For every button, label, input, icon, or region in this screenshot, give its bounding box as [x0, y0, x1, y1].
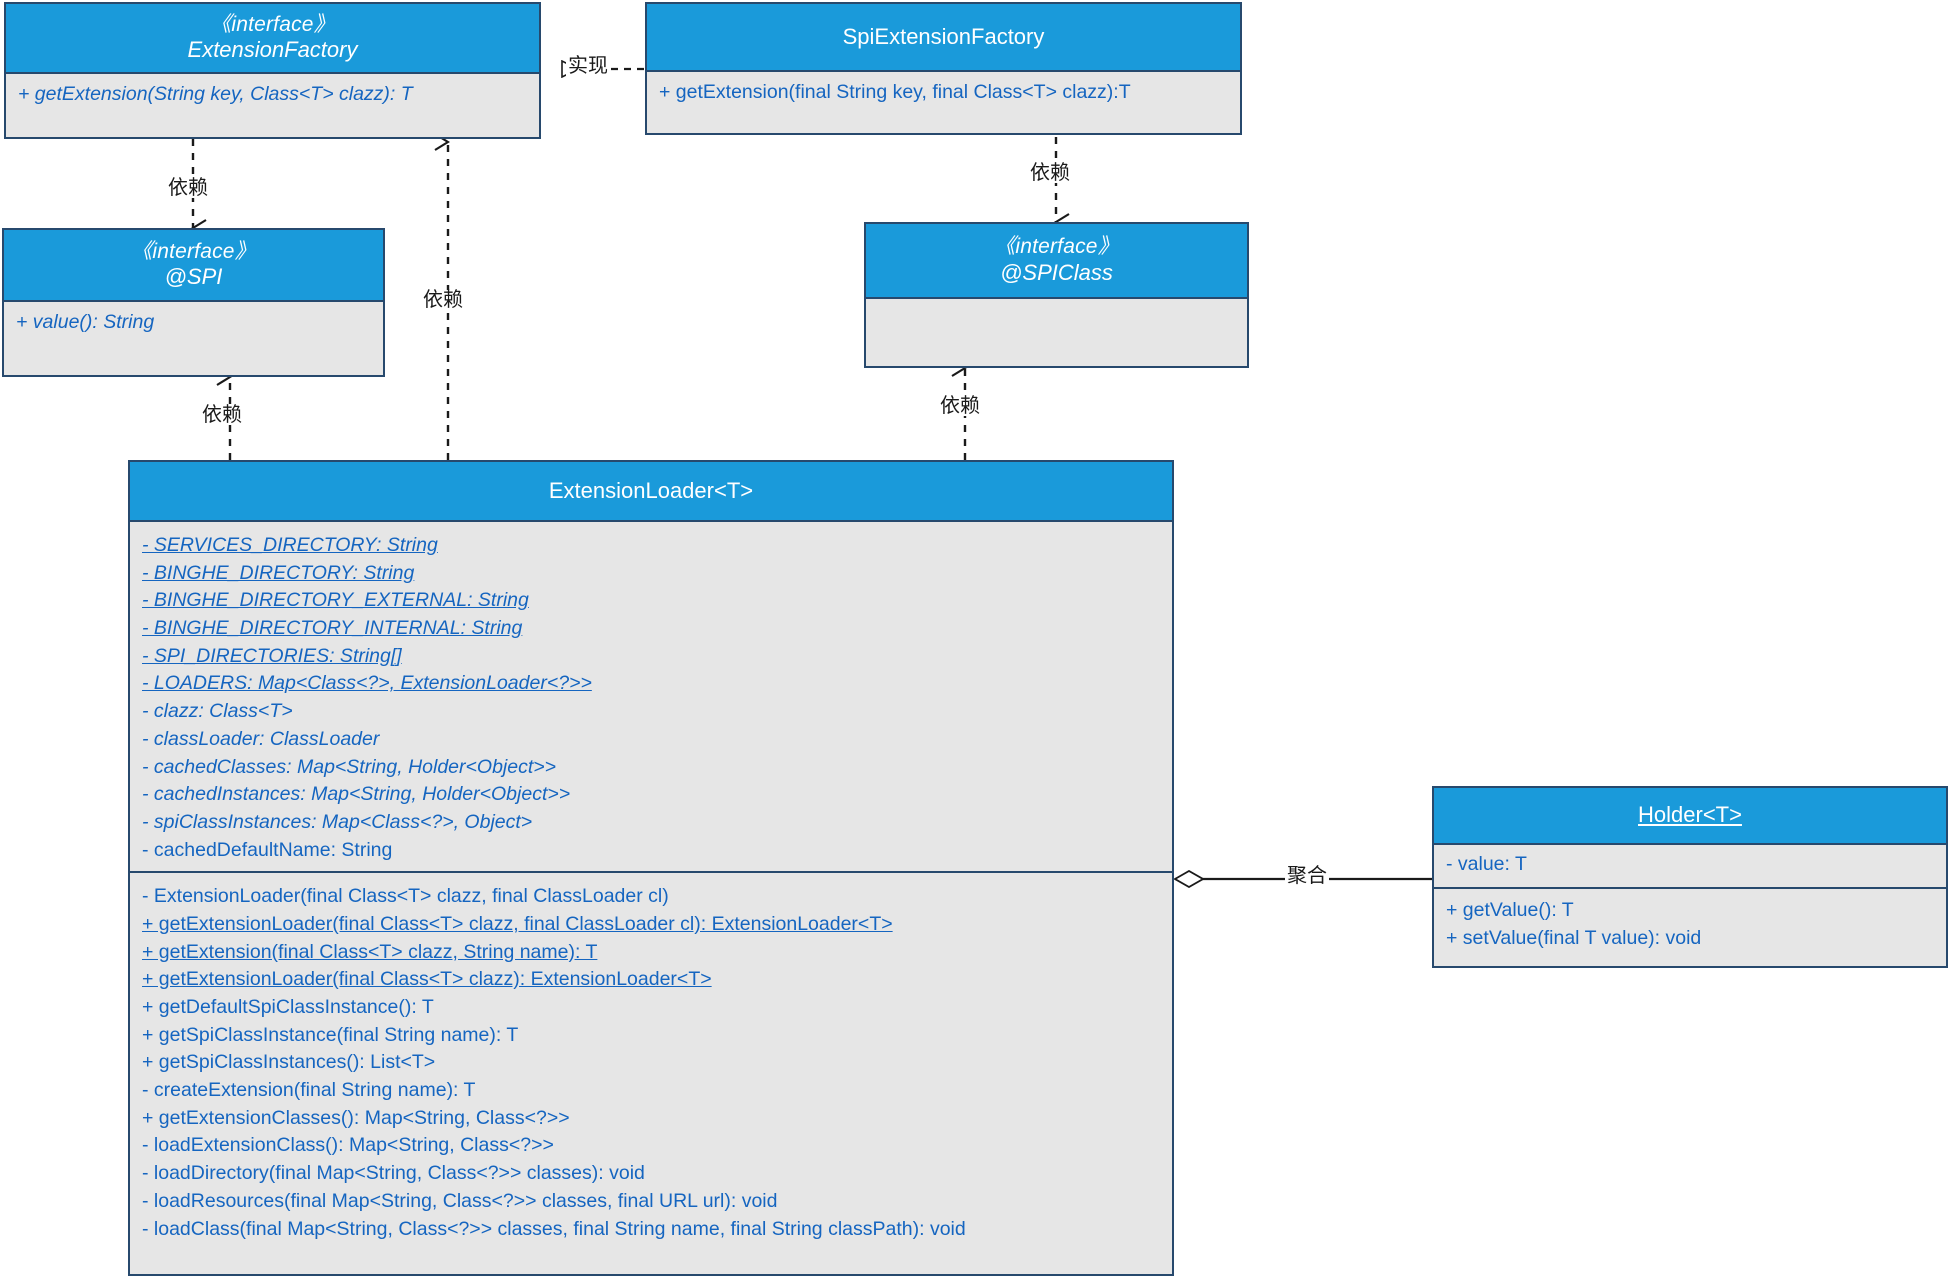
method-row: + getSpiClassInstances(): List<T>	[142, 1051, 436, 1074]
attribute-row: - cachedDefaultName: String	[142, 838, 393, 861]
method-row: - loadResources(final Map<String, Class<…	[142, 1189, 778, 1212]
edge-label-dependency-extensionloader-spi: 依赖	[200, 404, 244, 426]
class-name-spiclass: @SPIClass	[1000, 259, 1113, 285]
method-row: + getExtensionClasses(): Map<String, Cla…	[142, 1106, 570, 1129]
method-row: - loadDirectory(final Map<String, Class<…	[142, 1162, 645, 1185]
method-row: + getExtensionLoader(final Class<T> claz…	[142, 968, 712, 991]
method-row: - loadClass(final Map<String, Class<?>> …	[142, 1217, 966, 1240]
class-header-extension-loader: ExtensionLoader<T>	[130, 462, 1172, 522]
attribute-row: - clazz: Class<T>	[142, 700, 293, 723]
edge-label-dependency-extensionloader-extensionfactory: 依赖	[421, 289, 465, 311]
method-row: - loadExtensionClass(): Map<String, Clas…	[142, 1134, 554, 1157]
stereotype-interface: 《interface》	[210, 12, 335, 36]
class-header-spi-extension-factory: SpiExtensionFactory	[647, 4, 1240, 72]
edge-label-aggregation: 聚合	[1285, 865, 1329, 887]
method-row: + getExtension(String key, Class<T> claz…	[18, 83, 413, 105]
class-box-holder[interactable]: Holder<T> - value: T + getValue(): T + se…	[1432, 786, 1948, 968]
edge-label-realization: 实现	[566, 55, 610, 77]
attribute-row: - spiClassInstances: Map<Class<?>, Objec…	[142, 810, 533, 833]
attribute-row: - cachedInstances: Map<String, Holder<Ob…	[142, 783, 571, 806]
attribute-row: - BINGHE_DIRECTORY: String	[142, 561, 415, 584]
method-row: + setValue(final T value): void	[1446, 926, 1702, 949]
attribute-row: - LOADERS: Map<Class<?>, ExtensionLoader…	[142, 672, 592, 695]
class-name-extension-factory: ExtensionFactory	[187, 37, 358, 63]
edge-label-dependency-spiextensionfactory-spiclass: 依赖	[1028, 162, 1072, 184]
method-row: + getExtension(final Class<T> clazz, Str…	[142, 940, 598, 963]
class-header-extension-factory: 《interface》 ExtensionFactory	[6, 4, 539, 74]
method-row: + getExtensionLoader(final Class<T> claz…	[142, 912, 893, 935]
class-header-spi: 《interface》 @SPI	[4, 230, 383, 302]
method-row: + getSpiClassInstance(final String name)…	[142, 1023, 519, 1046]
class-header-holder: Holder<T>	[1434, 788, 1946, 845]
methods-section-holder: + getValue(): T + setValue(final T value)…	[1434, 887, 1946, 960]
class-box-extension-factory[interactable]: 《interface》 ExtensionFactory + getExtens…	[4, 2, 541, 139]
attribute-row: - SERVICES_DIRECTORY: String	[142, 534, 438, 556]
methods-section-spi-extension-factory: + getExtension(final String key, final C…	[647, 72, 1240, 114]
methods-section-spi: + value(): String	[4, 302, 383, 344]
class-name-spi-extension-factory: SpiExtensionFactory	[842, 23, 1045, 49]
stereotype-interface: 《interface》	[994, 235, 1119, 259]
class-box-spi-extension-factory[interactable]: SpiExtensionFactory + getExtension(final…	[645, 2, 1242, 135]
method-row: - ExtensionLoader(final Class<T> clazz, …	[142, 885, 669, 908]
members-section-spiclass	[866, 299, 1247, 366]
attribute-row: - classLoader: ClassLoader	[142, 727, 380, 750]
class-box-spi[interactable]: 《interface》 @SPI + value(): String	[2, 228, 385, 377]
method-row: + getDefaultSpiClassInstance(): T	[142, 996, 434, 1018]
attribute-row: - value: T	[1446, 853, 1527, 875]
class-box-spiclass[interactable]: 《interface》 @SPIClass	[864, 222, 1249, 368]
class-box-extension-loader[interactable]: ExtensionLoader<T> - SERVICES_DIRECTORY:…	[128, 460, 1174, 1276]
attribute-row: - SPI_DIRECTORIES: String[]	[142, 644, 402, 667]
attributes-section-holder: - value: T	[1434, 845, 1946, 887]
attributes-section-extension-loader: - SERVICES_DIRECTORY: String - BINGHE_DIR…	[130, 522, 1172, 872]
attribute-row: - cachedClasses: Map<String, Holder<Obje…	[142, 755, 557, 778]
attribute-row: - BINGHE_DIRECTORY_EXTERNAL: String	[142, 589, 529, 612]
method-row: + value(): String	[16, 311, 155, 333]
edge-label-dependency-extensionloader-spiclass: 依赖	[938, 395, 982, 417]
methods-section-extension-factory: + getExtension(String key, Class<T> claz…	[6, 74, 539, 116]
class-name-holder: Holder<T>	[1638, 802, 1742, 828]
class-name-extension-loader: ExtensionLoader<T>	[548, 477, 754, 503]
class-name-spi: @SPI	[164, 264, 223, 290]
stereotype-interface: 《interface》	[131, 239, 256, 263]
edge-label-dependency-extensionfactory-spi: 依赖	[166, 177, 210, 199]
method-row: - createExtension(final String name): T	[142, 1079, 476, 1102]
method-row: + getValue(): T	[1446, 899, 1574, 921]
method-row: + getExtension(final String key, final C…	[659, 81, 1131, 103]
attribute-row: - BINGHE_DIRECTORY_INTERNAL: String	[142, 617, 523, 640]
class-header-spiclass: 《interface》 @SPIClass	[866, 224, 1247, 299]
methods-section-extension-loader: - ExtensionLoader(final Class<T> clazz, …	[130, 871, 1172, 1251]
